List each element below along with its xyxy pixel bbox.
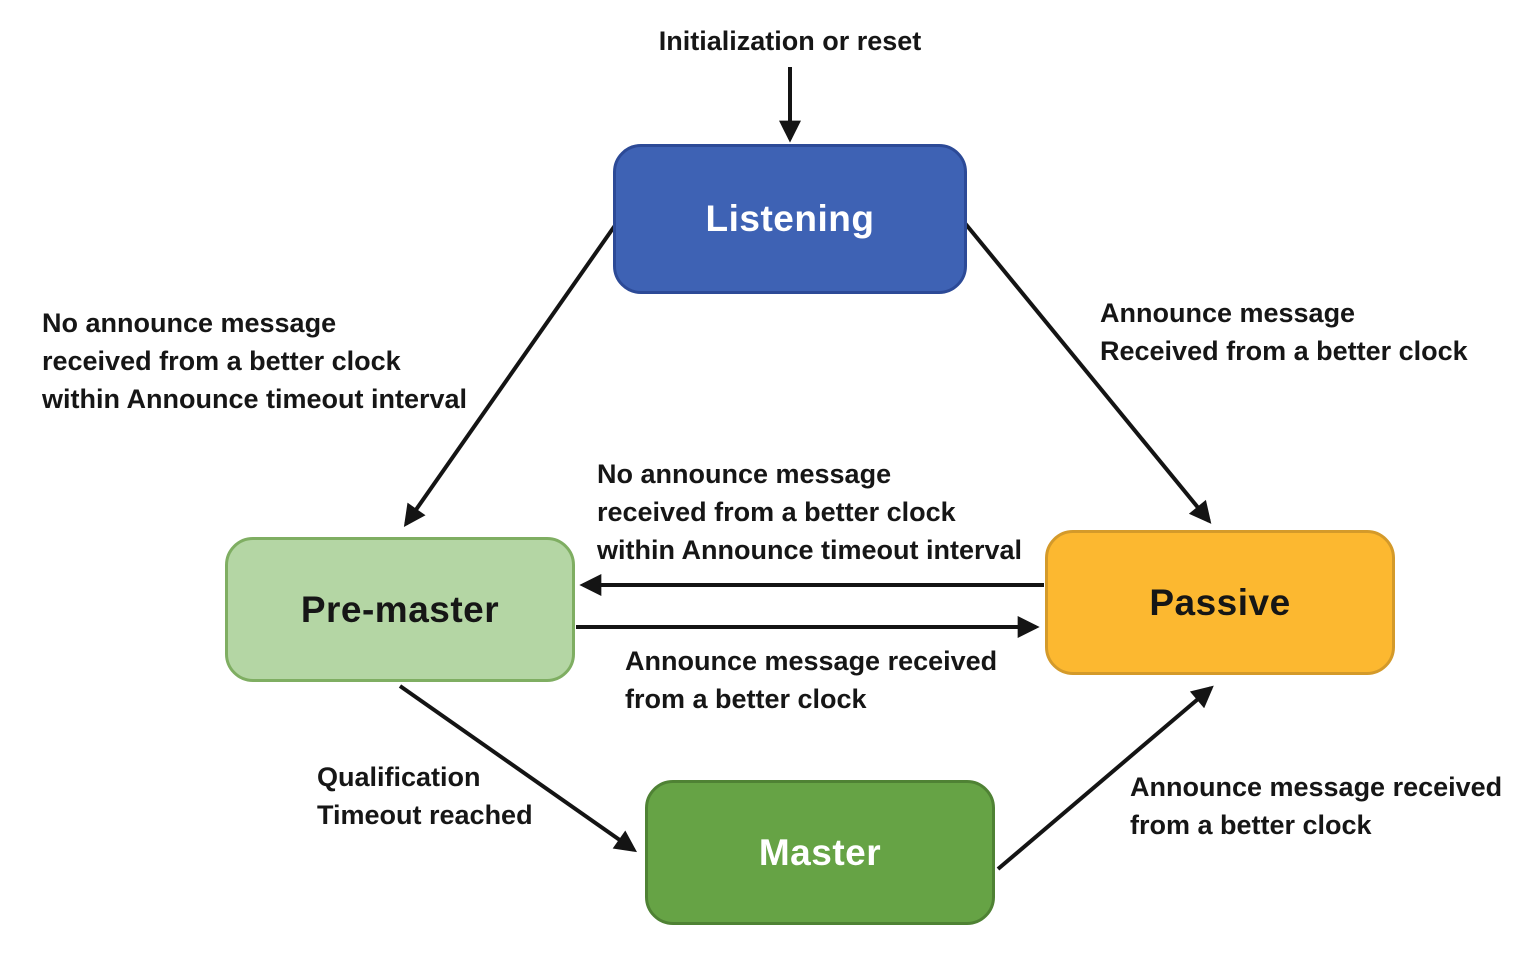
edge-label-listening-to-passive: Announce message Received from a better … bbox=[1100, 294, 1468, 370]
state-label-listening: Listening bbox=[705, 198, 875, 239]
edge-label-line: within Announce timeout interval bbox=[597, 535, 1023, 565]
state-node-passive: Passive bbox=[1045, 530, 1395, 675]
edge-label-line: from a better clock bbox=[1130, 810, 1372, 840]
init-or-reset-label: Initialization or reset bbox=[590, 22, 990, 60]
edge-label-master-to-passive: Announce message received from a better … bbox=[1130, 768, 1502, 844]
edge-label-line: within Announce timeout interval bbox=[42, 384, 468, 414]
edge-label-line: No announce message bbox=[597, 459, 892, 489]
state-node-master: Master bbox=[645, 780, 995, 925]
edge-label-line: Qualification bbox=[317, 762, 481, 792]
state-label-premaster: Pre-master bbox=[300, 588, 500, 630]
state-label-passive: Passive bbox=[1149, 581, 1291, 623]
edge-label-listening-to-premaster: No announce message received from a bett… bbox=[42, 304, 467, 418]
edge-label-line: Announce message bbox=[1100, 298, 1356, 328]
edge-label-premaster-to-passive: Announce message received from a better … bbox=[625, 642, 997, 718]
edge-label-line: from a better clock bbox=[625, 684, 867, 714]
edge-label-line: received from a better clock bbox=[597, 497, 956, 527]
edge-label-premaster-to-master: Qualification Timeout reached bbox=[317, 758, 533, 834]
edge-label-line: Announce message received bbox=[625, 646, 998, 676]
edge-label-line: received from a better clock bbox=[42, 346, 401, 376]
state-label-master: Master bbox=[758, 831, 882, 873]
state-node-premaster: Pre-master bbox=[225, 537, 575, 682]
edge-label-line: Announce message received bbox=[1130, 772, 1503, 802]
init-label-line: Initialization or reset bbox=[658, 26, 922, 56]
edge-label-line: Received from a better clock bbox=[1100, 336, 1468, 366]
edge-label-line: No announce message bbox=[42, 308, 337, 338]
edge-label-passive-to-premaster: No announce message received from a bett… bbox=[597, 455, 1022, 569]
state-node-listening: Listening bbox=[613, 144, 967, 294]
edge-label-line: Timeout reached bbox=[317, 800, 533, 830]
